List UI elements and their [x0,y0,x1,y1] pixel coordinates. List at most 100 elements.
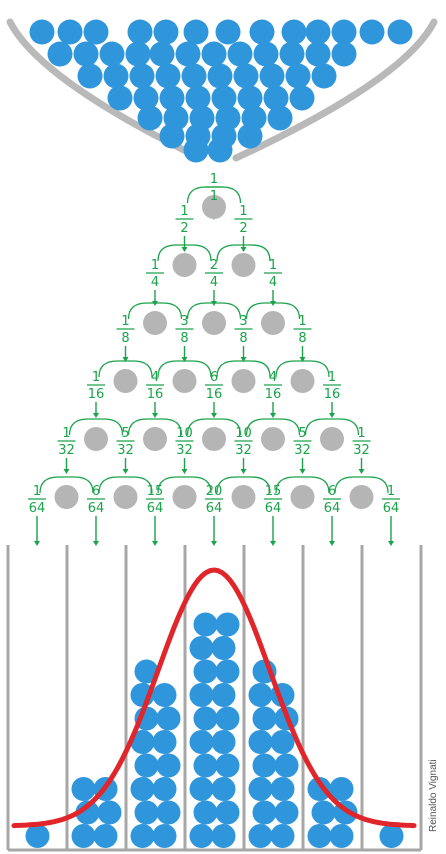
fraction-numerator: 1 [180,204,188,219]
bin-ball [211,824,236,848]
fraction-label: 38 [234,314,253,346]
funnel-ball [181,63,207,89]
peg [84,427,108,451]
peg [113,369,138,393]
fraction-denominator: 32 [58,443,75,458]
fraction-numerator: 1 [92,370,100,385]
fraction-numerator: 1 [62,426,70,441]
fraction-numerator: 3 [180,314,188,329]
flow-arrow-head [299,357,306,362]
funnel-ball [129,63,155,89]
credit-text: Reinaldo Vignati [428,759,439,832]
fraction-label: 24 [205,258,223,290]
bin-ball [193,800,218,825]
fraction-numerator: 15 [147,484,164,499]
fraction-label: 416 [146,370,164,402]
fraction-label: 14 [146,258,164,290]
fraction-denominator: 2 [180,221,188,236]
branch-bracket [334,476,389,494]
fraction-numerator: 1 [269,258,277,273]
flow-arrow-head [329,541,335,546]
branch-bracket [216,476,271,494]
peg [172,369,197,393]
bin-ball [152,824,177,848]
funnel-ball [159,85,185,111]
fraction-label: 11 [205,172,223,204]
peg [320,427,344,451]
fraction-numerator: 6 [92,484,100,499]
fraction-label: 12 [234,204,253,236]
funnel-ball [107,85,133,111]
fraction-label: 12 [175,204,194,236]
bin-ball [248,683,273,707]
peg [172,253,197,277]
fraction-label: 164 [382,484,400,516]
bin-ball [75,800,100,825]
funnel-ball [215,19,241,45]
funnel-ball [183,137,209,163]
fraction-denominator: 16 [147,387,164,402]
fraction-numerator: 5 [121,426,129,441]
peg [143,427,167,451]
funnel-ball [47,41,73,67]
fraction-label: 18 [116,314,135,346]
flow-arrow-head [63,469,70,474]
flow-arrow-head [152,413,158,418]
funnel-ball [311,63,337,89]
fraction-denominator: 64 [29,501,46,516]
flow-arrow-head [240,469,247,474]
branch-bracket [186,418,242,436]
funnel-ball [155,63,181,89]
funnel-ball [185,85,211,111]
funnel-ball [267,105,293,131]
bin-ball [329,777,354,801]
fraction-denominator: 16 [206,387,223,402]
funnel-ball [387,19,413,45]
funnel-ball [175,41,201,67]
bin-ball [156,753,181,778]
peg [231,369,256,393]
funnel-ball [249,19,275,45]
peg [113,485,138,509]
fraction-label: 664 [323,484,341,516]
fraction-label: 14 [264,258,282,290]
funnel-ball [233,63,259,89]
funnel-ball [305,41,331,67]
fraction-numerator: 1 [210,172,218,187]
branch-bracket [216,360,271,378]
bin-ball [211,683,236,707]
bin-ball [274,753,299,778]
bin-ball [134,659,159,684]
bin-ball [307,777,332,801]
funnel [6,18,438,163]
bin-ball [270,777,295,801]
funnel-ball [83,19,109,45]
fraction-numerator: 15 [265,484,282,499]
fraction-denominator: 8 [239,331,247,346]
bin-ball [379,824,404,848]
peg [261,311,285,335]
fraction-label: 532 [293,426,312,458]
funnel-ball [73,41,99,67]
fraction-label: 416 [264,370,282,402]
funnel-ball [237,123,263,149]
fraction-denominator: 8 [121,331,129,346]
bin-ball [193,659,218,684]
branch-bracket [157,360,212,378]
funnel-ball [137,105,163,131]
fraction-denominator: 16 [324,387,341,402]
peg [172,485,197,509]
bin-ball [311,800,336,825]
fraction-denominator: 32 [176,443,193,458]
normal-distribution-curve [11,567,417,829]
peg [231,253,256,277]
peg [290,485,315,509]
funnel-ball [211,85,237,111]
fraction-label: 132 [352,426,371,458]
fraction-denominator: 32 [353,443,370,458]
fraction-label: 664 [87,484,105,516]
bin-ball [274,800,299,825]
peg [231,485,256,509]
fraction-denominator: 32 [294,443,311,458]
peg [143,311,167,335]
